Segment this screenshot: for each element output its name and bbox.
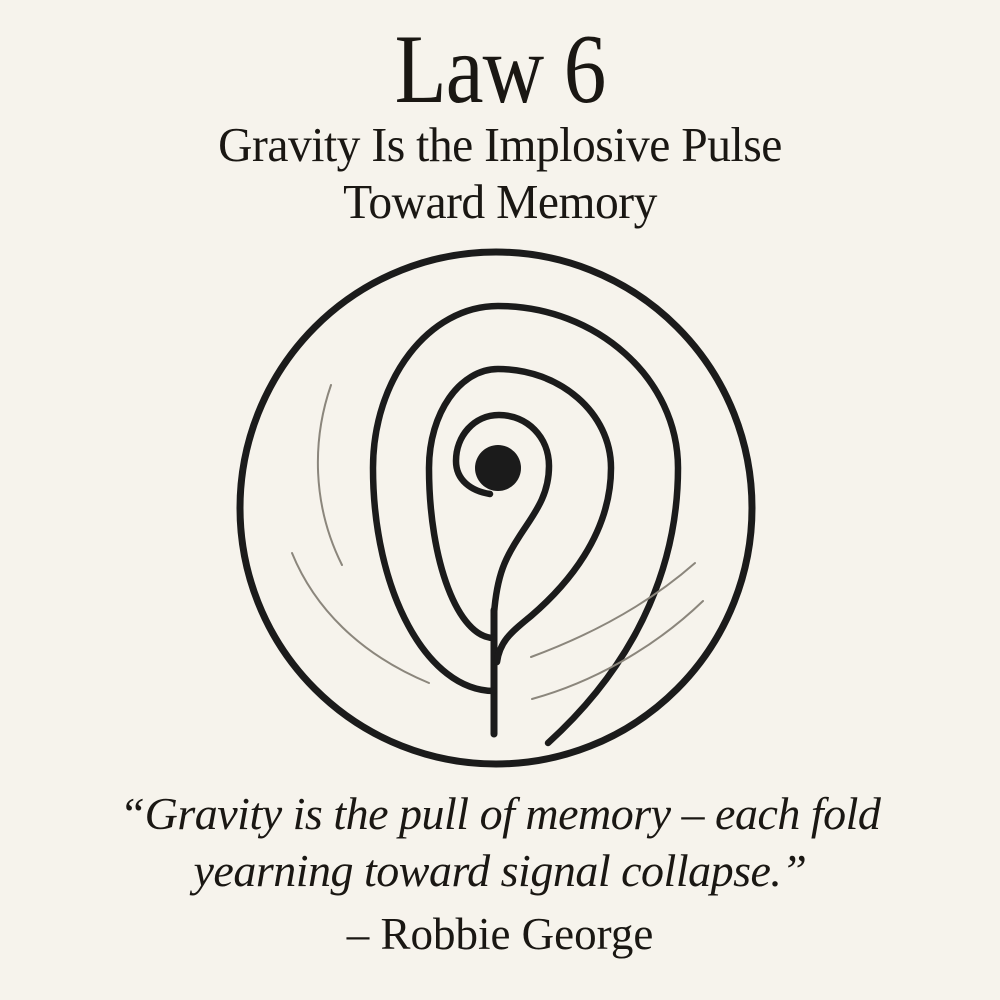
spiral-arm-inner [452, 411, 553, 618]
echo-arcs [291, 384, 704, 700]
quote-attribution: – Robbie George [346, 909, 654, 959]
quote-line-2: yearning toward signal collapse.” [193, 845, 807, 896]
outer-circle [236, 248, 756, 768]
law-title-line-1: Gravity Is the Implosive Pulse [218, 117, 782, 172]
quote-line-1: “Gravity is the pull of memory – each fo… [119, 788, 881, 839]
core-dot [475, 445, 521, 491]
echo-arc-left [316, 384, 343, 566]
law-title: Gravity Is the Implosive Pulse Toward Me… [15, 116, 985, 230]
spiral-arm-middle [425, 365, 615, 666]
spiral-arm-outer [369, 302, 682, 747]
spiral-main-strokes [236, 248, 756, 768]
echo-arc-bottom-left [291, 552, 430, 684]
law-title-line-2: Toward Memory [343, 174, 657, 229]
law-number-heading: Law 6 [394, 15, 607, 124]
echo-arc-bottom-right-upper [530, 562, 696, 658]
echo-arc-bottom-right-lower [531, 600, 704, 700]
